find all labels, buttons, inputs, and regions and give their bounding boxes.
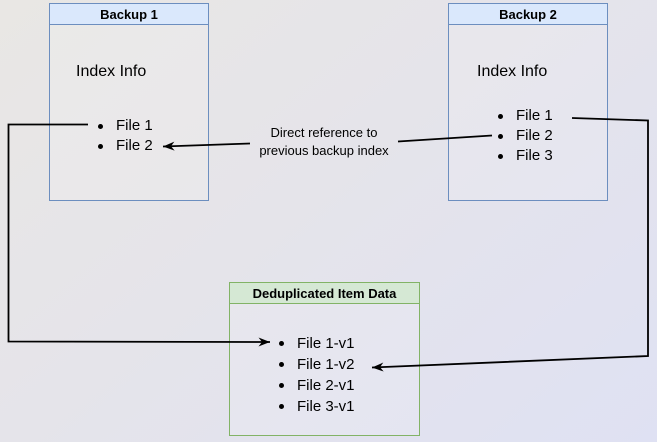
backup2-index-info-label: Index Info (477, 63, 548, 80)
backup1-file-1: File 1 (98, 116, 153, 136)
arrow-label-line1: Direct reference to (270, 125, 378, 140)
dedup-file-list: File 1-v1 File 1-v2 File 2-v1 File 3-v1 (279, 333, 355, 417)
backup2-title: Backup 2 (449, 4, 607, 25)
backup2-file-1: File 1 (498, 106, 553, 126)
backup2-box: Backup 2 Index Info File 1 File 2 File 3 (448, 3, 608, 201)
dedup-file-2v1: File 2-v1 (279, 375, 355, 396)
dedup-file-1v2: File 1-v2 (279, 354, 355, 375)
backup2-file-3: File 3 (498, 146, 553, 166)
dedup-file-3v1: File 3-v1 (279, 396, 355, 417)
arrow-label: Direct reference to previous backup inde… (229, 124, 419, 160)
dedup-file-1v1: File 1-v1 (279, 333, 355, 354)
backup1-file-list: File 1 File 2 (98, 116, 153, 156)
dedup-title: Deduplicated Item Data (230, 283, 419, 304)
backup1-title: Backup 1 (50, 4, 208, 25)
backup1-index-info-label: Index Info (76, 63, 147, 80)
backup1-box: Backup 1 Index Info File 1 File 2 (49, 3, 209, 201)
arrow-label-line2: previous backup index (259, 143, 389, 158)
dedup-box: Deduplicated Item Data File 1-v1 File 1-… (229, 282, 420, 436)
backup2-file-2: File 2 (498, 126, 553, 146)
backup1-file-2: File 2 (98, 136, 153, 156)
backup2-file-list: File 1 File 2 File 3 (498, 106, 553, 166)
